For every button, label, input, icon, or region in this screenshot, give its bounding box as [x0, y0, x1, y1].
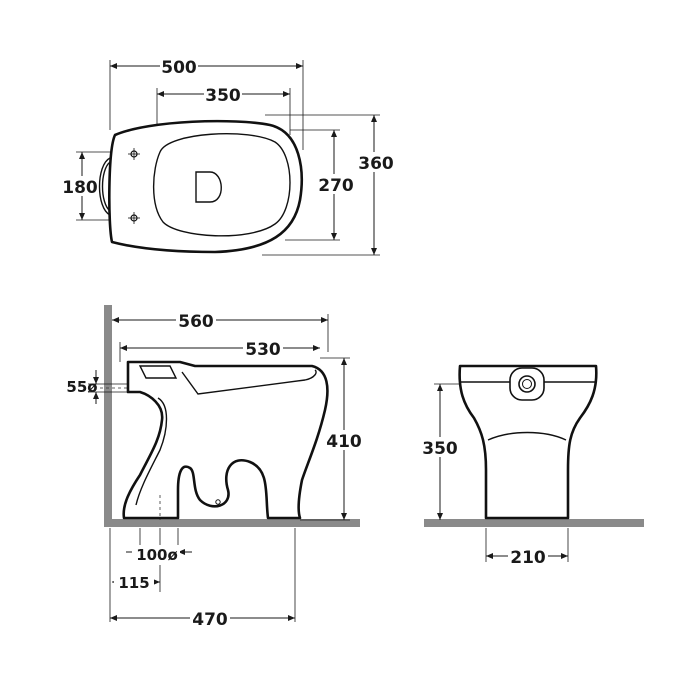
dim-bowl-length: 530 — [245, 340, 281, 360]
fixing-hole-icon — [128, 212, 140, 224]
dim-seat-depth: 270 — [318, 176, 354, 196]
trapway-inner — [135, 397, 168, 506]
inlet-ring-icon — [509, 367, 545, 401]
bowl-inner-rim — [152, 133, 291, 237]
wall — [104, 305, 112, 527]
dim-overall-length: 560 — [178, 312, 214, 332]
dim-overall-depth: 360 — [358, 154, 394, 174]
fixing-hole-icon — [128, 148, 140, 160]
side-view: 560 530 410 55ø — [66, 305, 362, 527]
dim-inlet-diameter: 55ø — [66, 378, 97, 396]
bowl-top-outline — [108, 119, 303, 254]
bowl-side-outline — [122, 360, 329, 520]
dim-outlet-diameter: 100ø — [136, 546, 178, 564]
dim-seat-width: 350 — [205, 86, 241, 106]
dim-base-length: 470 — [192, 610, 228, 630]
floor-front — [424, 519, 644, 527]
dim-outlet-offset: 115 — [118, 574, 149, 592]
floor-side — [104, 519, 360, 527]
top-view: 500 350 270 360 180 — [62, 56, 394, 256]
dim-height-front: 350 — [422, 439, 458, 459]
outlet-opening — [195, 171, 222, 203]
dim-fixing-spacing: 180 — [62, 178, 98, 198]
bowl-inner-curve — [181, 369, 317, 395]
dim-base-width: 210 — [510, 548, 546, 568]
side-view-base-dimensions: 100ø 115 470 — [109, 528, 296, 630]
dim-overall-width: 500 — [161, 58, 197, 78]
bowl-front-outline — [458, 364, 598, 520]
front-view: 350 210 — [420, 364, 644, 568]
dim-height-side: 410 — [326, 432, 362, 452]
